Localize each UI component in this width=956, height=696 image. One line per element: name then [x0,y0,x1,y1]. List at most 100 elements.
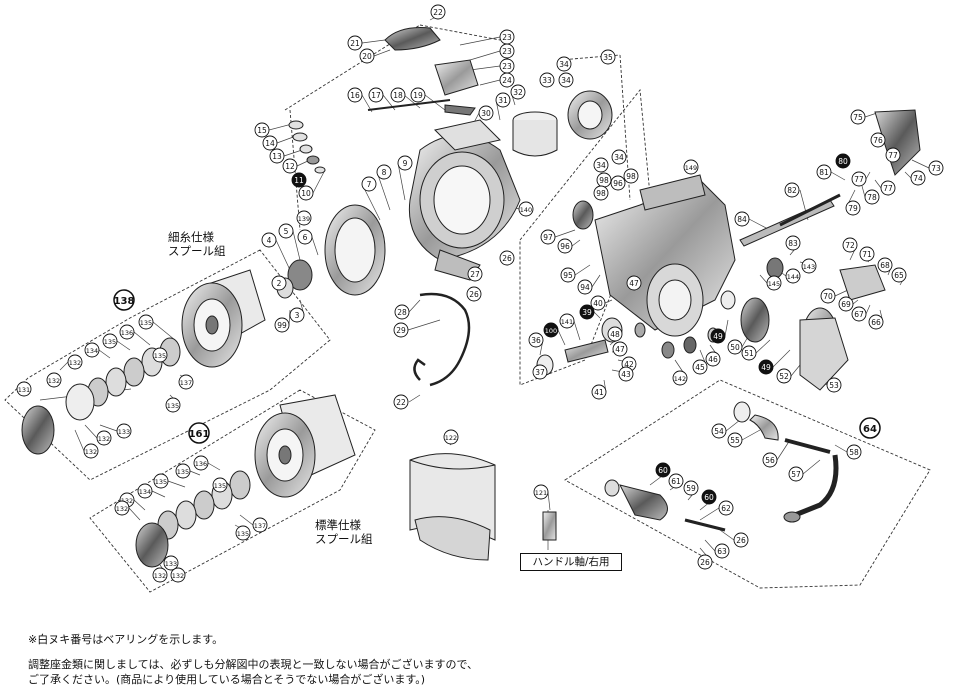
callout-number: 14 [265,139,275,148]
callout-number: 26 [502,254,512,263]
callout-number: 39 [582,308,592,317]
callout-34: 34 [611,149,627,165]
callout-47: 47 [612,341,628,357]
spool-band [409,453,496,561]
callout-number: 132 [48,377,60,385]
callout-number: 139 [298,215,310,223]
callout-134: 134 [84,342,100,358]
callout-55: 55 [727,432,743,448]
callout-number: 135 [177,468,189,476]
callout-number: 37 [535,368,545,377]
callout-58: 58 [846,444,862,460]
callout-number: 70 [823,292,833,301]
callout-number: 144 [787,273,799,281]
callout-144: 144 [785,268,801,284]
callout-136: 136 [119,324,135,340]
callout-135: 135 [102,333,118,349]
callout-66: 66 [868,314,884,330]
callout-161: 161 [188,422,210,444]
callout-number: 134 [86,347,98,355]
bail-wire [413,292,471,387]
callout-133: 133 [163,555,179,571]
callout-61: 61 [668,473,684,489]
callout-number: 72 [845,241,855,250]
callout-2: 2 [271,275,287,291]
callout-45: 45 [692,359,708,375]
callout-number: 27 [470,270,480,279]
callout-number: 135 [214,482,226,490]
callout-number: 42 [624,360,634,369]
callout-26: 26 [466,286,482,302]
callout-number: 26 [469,290,479,299]
callout-number: 23 [502,47,512,56]
callout-number: 136 [195,460,207,468]
callout-number: 138 [114,296,135,307]
footnote-shim-1: 調整座金類に関しましては、必ずしも分解図中の表現と一致しない場合がございますので… [28,658,479,671]
callout-135: 135 [165,397,181,413]
callout-138: 138 [113,289,135,311]
callout-number: 66 [871,318,881,327]
callout-83: 83 [785,235,801,251]
callout-139: 139 [296,210,312,226]
callout-number: 137 [254,522,266,530]
callout-26: 26 [733,532,749,548]
callout-37: 37 [532,364,548,380]
callout-number: 4 [267,236,272,245]
callout-number: 135 [237,530,249,538]
callout-number: 84 [737,215,747,224]
callout-35: 35 [600,49,616,65]
callout-145: 145 [766,275,782,291]
callout-number: 32 [513,88,523,97]
callout-number: 2 [277,279,282,288]
footnote-bearing: ※白ヌキ番号はベアリングを示します。 [28,633,224,646]
line-roller-stack [288,120,326,174]
callout-number: 132 [98,435,110,443]
callout-12: 12 [282,158,298,174]
callout-121: 121 [533,484,549,500]
callout-63: 63 [714,543,730,559]
callout-number: 50 [730,343,740,352]
callout-20: 20 [359,48,375,64]
callout-number: 58 [849,448,859,457]
callout-78: 78 [864,189,880,205]
callout-17: 17 [368,87,384,103]
callout-34: 34 [558,72,574,88]
callout-number: 132 [154,572,166,580]
callout-132: 132 [83,443,99,459]
callout-number: 54 [714,427,724,436]
callout-69: 69 [838,296,854,312]
callout-34: 34 [556,56,572,72]
callout-number: 56 [765,456,775,465]
callout-number: 82 [787,186,797,195]
callout-59: 59 [683,480,699,496]
callout-72: 72 [842,237,858,253]
callout-99: 99 [274,317,290,333]
callout-number: 71 [862,250,872,259]
callout-135: 135 [153,473,169,489]
callout-number: 135 [154,352,166,360]
callout-number: 76 [873,136,883,145]
callout-77: 77 [885,147,901,163]
callout-number: 136 [121,329,133,337]
callout-143: 143 [801,258,817,274]
callout-96: 96 [610,175,626,191]
spool-standard [135,394,356,568]
callout-number: 46 [708,355,718,364]
callout-16: 16 [347,87,363,103]
callout-number: 79 [848,204,858,213]
callout-number: 98 [599,176,609,185]
callout-number: 95 [563,271,573,280]
callout-number: 3 [295,311,300,320]
callout-number: 135 [140,319,152,327]
callout-132: 132 [46,372,62,388]
callout-132: 132 [114,500,130,516]
callout-135: 135 [175,463,191,479]
callout-135: 135 [152,347,168,363]
callout-number: 23 [502,62,512,71]
callout-133: 133 [116,423,132,439]
callout-number: 75 [853,113,863,122]
callout-9: 9 [397,155,413,171]
callout-number: 121 [535,489,547,497]
